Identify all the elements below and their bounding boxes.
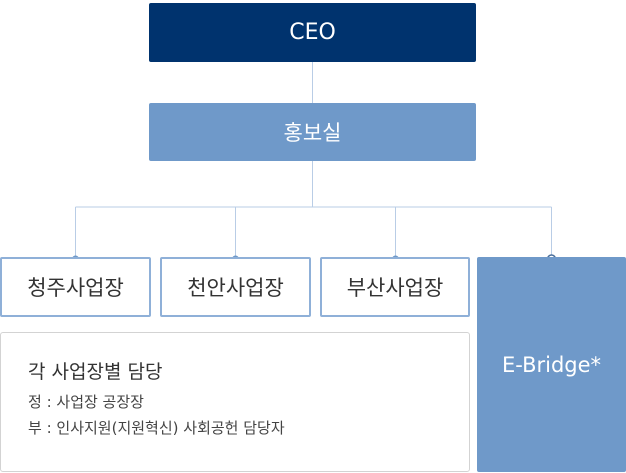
ebridge-box: E-Bridge* bbox=[477, 257, 626, 472]
site-label: 부산사업장 bbox=[346, 276, 444, 300]
site-box-busan: 부산사업장 bbox=[320, 257, 470, 317]
site-responsibility-note: 각 사업장별 담당 정 : 사업장 공장장 부 : 인사지원(지원혁신) 사회공… bbox=[0, 332, 470, 472]
pr-office-label: 홍보실 bbox=[283, 121, 342, 145]
ebridge-label: E-Bridge* bbox=[501, 352, 602, 377]
site-box-cheongju: 청주사업장 bbox=[0, 257, 151, 317]
pr-office-box: 홍보실 bbox=[149, 103, 476, 161]
ceo-box: CEO bbox=[149, 3, 476, 62]
site-label: 천안사업장 bbox=[187, 276, 284, 300]
site-box-cheonan: 천안사업장 bbox=[160, 257, 311, 317]
note-secondary-line: 부 : 인사지원(지원혁신) 사회공헌 담당자 bbox=[28, 419, 285, 437]
note-primary-line: 정 : 사업장 공장장 bbox=[28, 393, 144, 411]
site-label: 청주사업장 bbox=[27, 276, 124, 300]
ceo-label: CEO bbox=[289, 20, 336, 45]
note-title: 각 사업장별 담당 bbox=[28, 361, 163, 383]
